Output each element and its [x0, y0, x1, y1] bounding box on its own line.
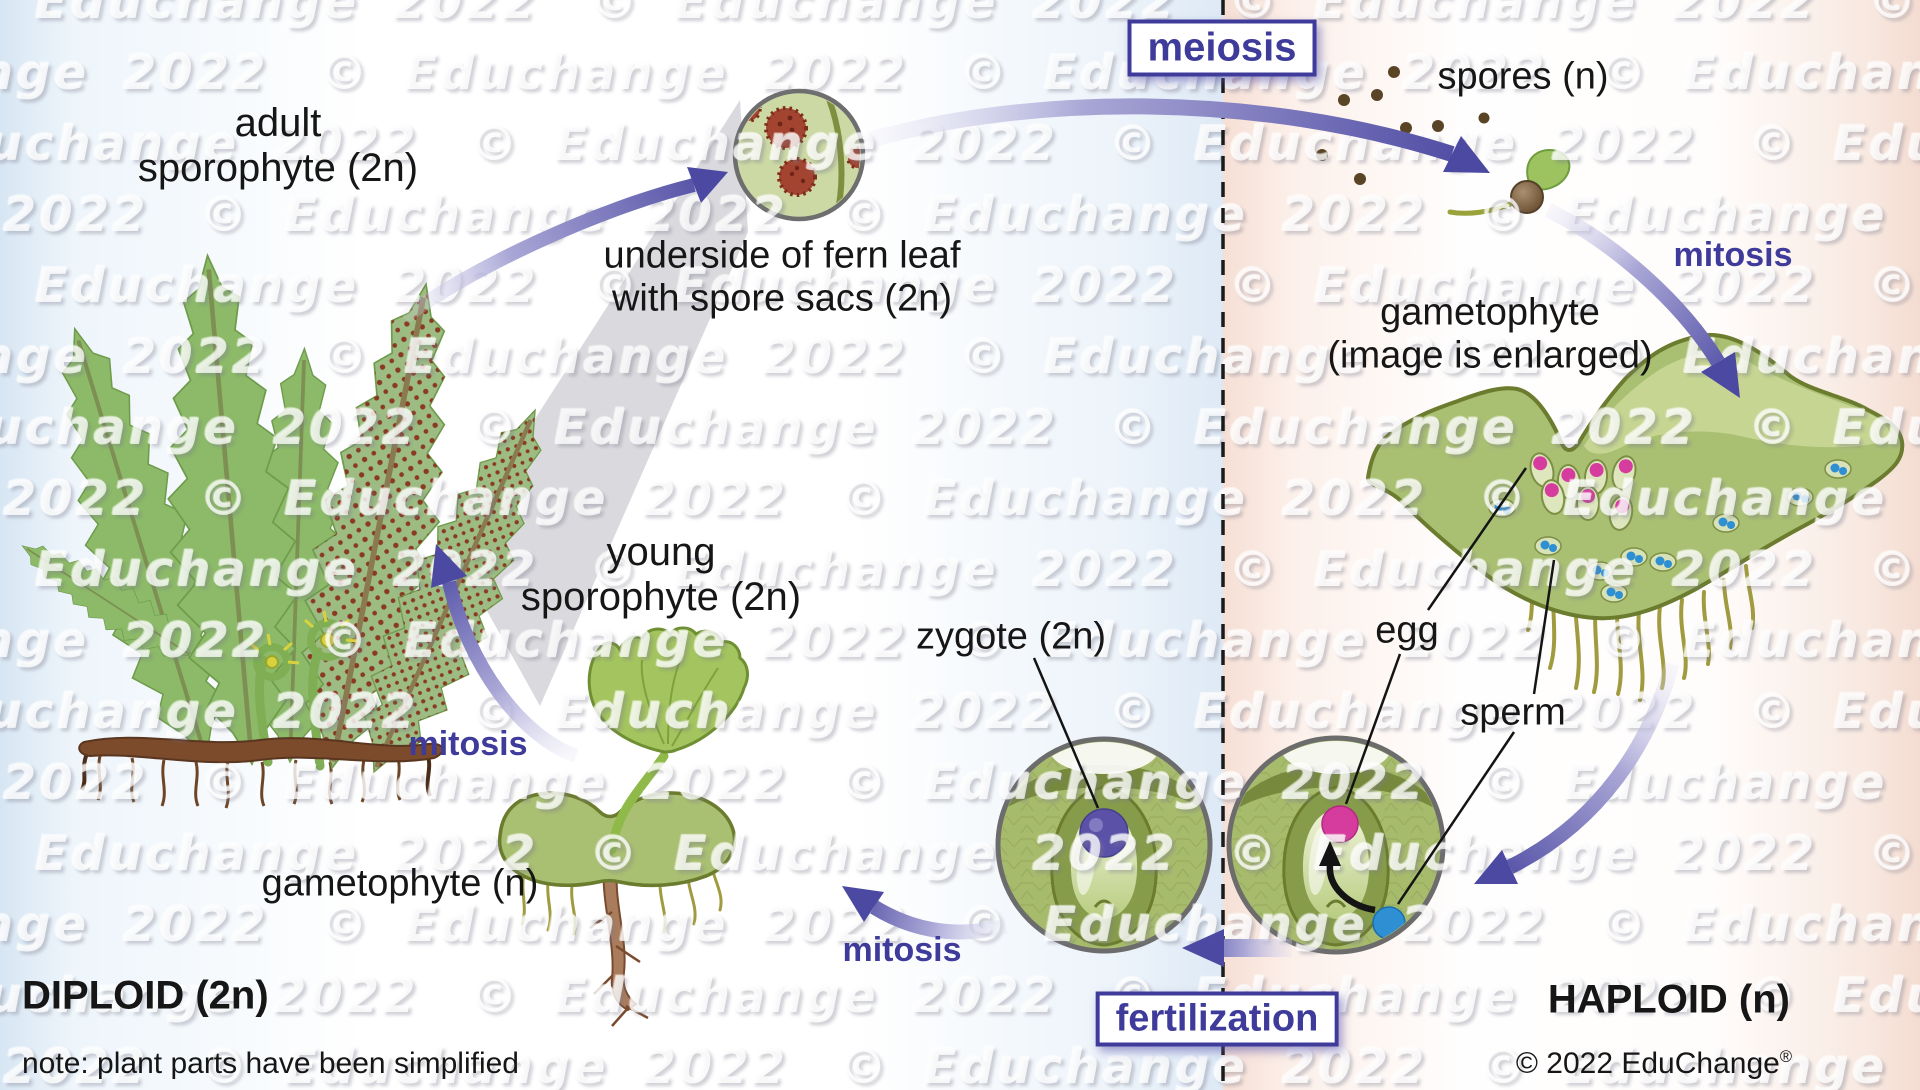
spore-sacs-inset — [732, 88, 866, 222]
young-sporophyte-illustration — [497, 626, 749, 1027]
mitosis-bottom-label: mitosis — [842, 930, 962, 969]
gametophyte-fold-highlight — [1584, 353, 1891, 454]
note-label: note: plant parts have been simplified — [22, 1047, 519, 1081]
fertilization-box: fertilization — [1095, 991, 1339, 1047]
young-leaf — [587, 626, 749, 754]
haploid-label: HAPLOID (n) — [1547, 977, 1790, 1022]
diploid-label: DIPLOID (2n) — [22, 973, 269, 1018]
germinating-spore — [1447, 149, 1571, 216]
mitosis-left-label: mitosis — [408, 724, 528, 763]
egg-sperm-circle-illustration — [1226, 735, 1446, 955]
zygote-circle-illustration — [995, 736, 1213, 954]
gametophyte-enlarged-label: gametophyte (image is enlarged) — [1327, 291, 1653, 376]
underside-label: underside of fern leaf with spore sacs (… — [603, 234, 961, 319]
gametophyte-illustration — [1365, 333, 1905, 702]
egg-label: egg — [1375, 609, 1439, 652]
sperm-label: sperm — [1460, 691, 1566, 734]
gametophyte-n-label: gametophyte (n) — [261, 862, 539, 905]
mitosis-top-right-label: mitosis — [1673, 235, 1793, 274]
zygote-label: zygote (2n) — [915, 615, 1107, 658]
copyright-label: © 2022 EduChange® — [1515, 1047, 1792, 1081]
meiosis-box: meiosis — [1127, 19, 1317, 77]
adult-sporophyte-illustration — [9, 250, 580, 809]
young-stem — [607, 751, 669, 855]
spores-label: spores (n) — [1437, 55, 1609, 98]
zygote-cell — [1079, 808, 1129, 858]
adult-sporophyte-label: adult sporophyte (2n) — [137, 101, 419, 190]
young-sporophyte-label: young sporophyte (2n) — [520, 530, 802, 619]
egg-cell — [1321, 805, 1359, 843]
young-root — [602, 856, 638, 1012]
archegonia-with-eggs — [1529, 452, 1637, 531]
fern-rhizome — [78, 736, 444, 764]
sperm-cell — [1372, 906, 1406, 940]
